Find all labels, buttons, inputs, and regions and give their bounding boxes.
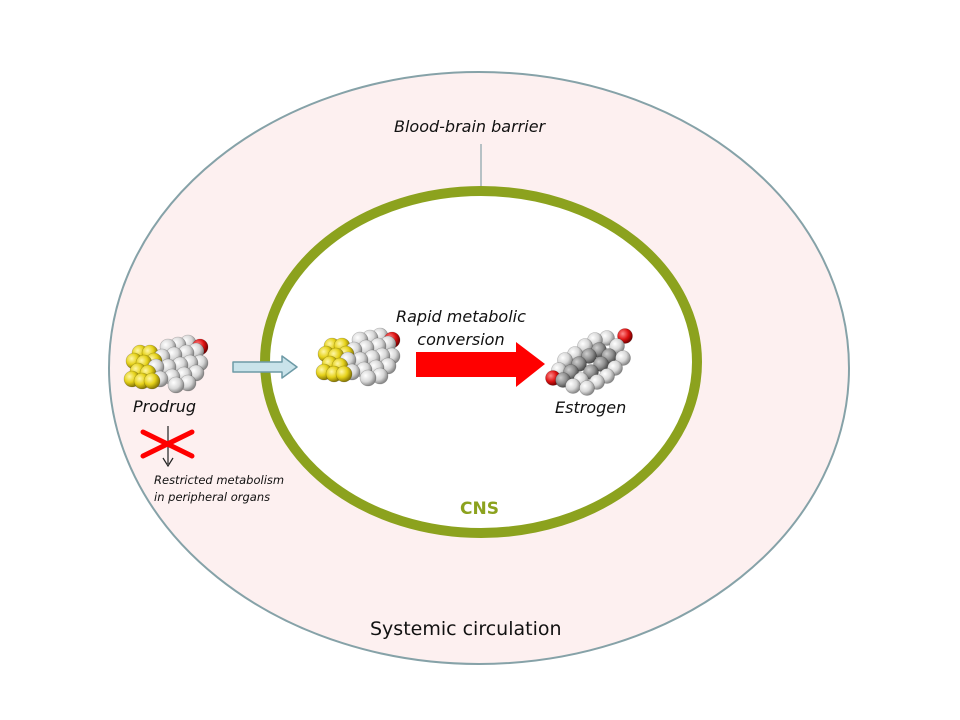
- prodrug-molecule-icon: [123, 334, 209, 394]
- estrogen-label: Estrogen: [555, 398, 627, 417]
- systemic-circulation-label: Systemic circulation: [370, 618, 562, 640]
- red-cross-icon: [140, 429, 195, 459]
- conversion-label: Rapid metabolic conversion: [396, 305, 526, 351]
- transport-arrow: [232, 355, 298, 379]
- conversion-label-line2: conversion: [417, 330, 505, 349]
- conversion-label-line1: Rapid metabolic: [396, 307, 526, 326]
- estrogen-molecule-icon: [545, 328, 633, 396]
- restricted-label-line2: in peripheral organs: [154, 490, 271, 504]
- restricted-label-line1: Restricted metabolism: [154, 473, 285, 487]
- cns-label: CNS: [460, 499, 499, 519]
- blood-brain-barrier-label: Blood-brain barrier: [394, 117, 546, 136]
- restricted-metabolism-arrowhead: [162, 457, 174, 468]
- conversion-arrow: [416, 342, 545, 387]
- restricted-metabolism-label: Restricted metabolism in peripheral orga…: [154, 472, 284, 506]
- prodrug-label: Prodrug: [133, 397, 197, 416]
- prodrug-molecule-cns-icon: [315, 327, 401, 387]
